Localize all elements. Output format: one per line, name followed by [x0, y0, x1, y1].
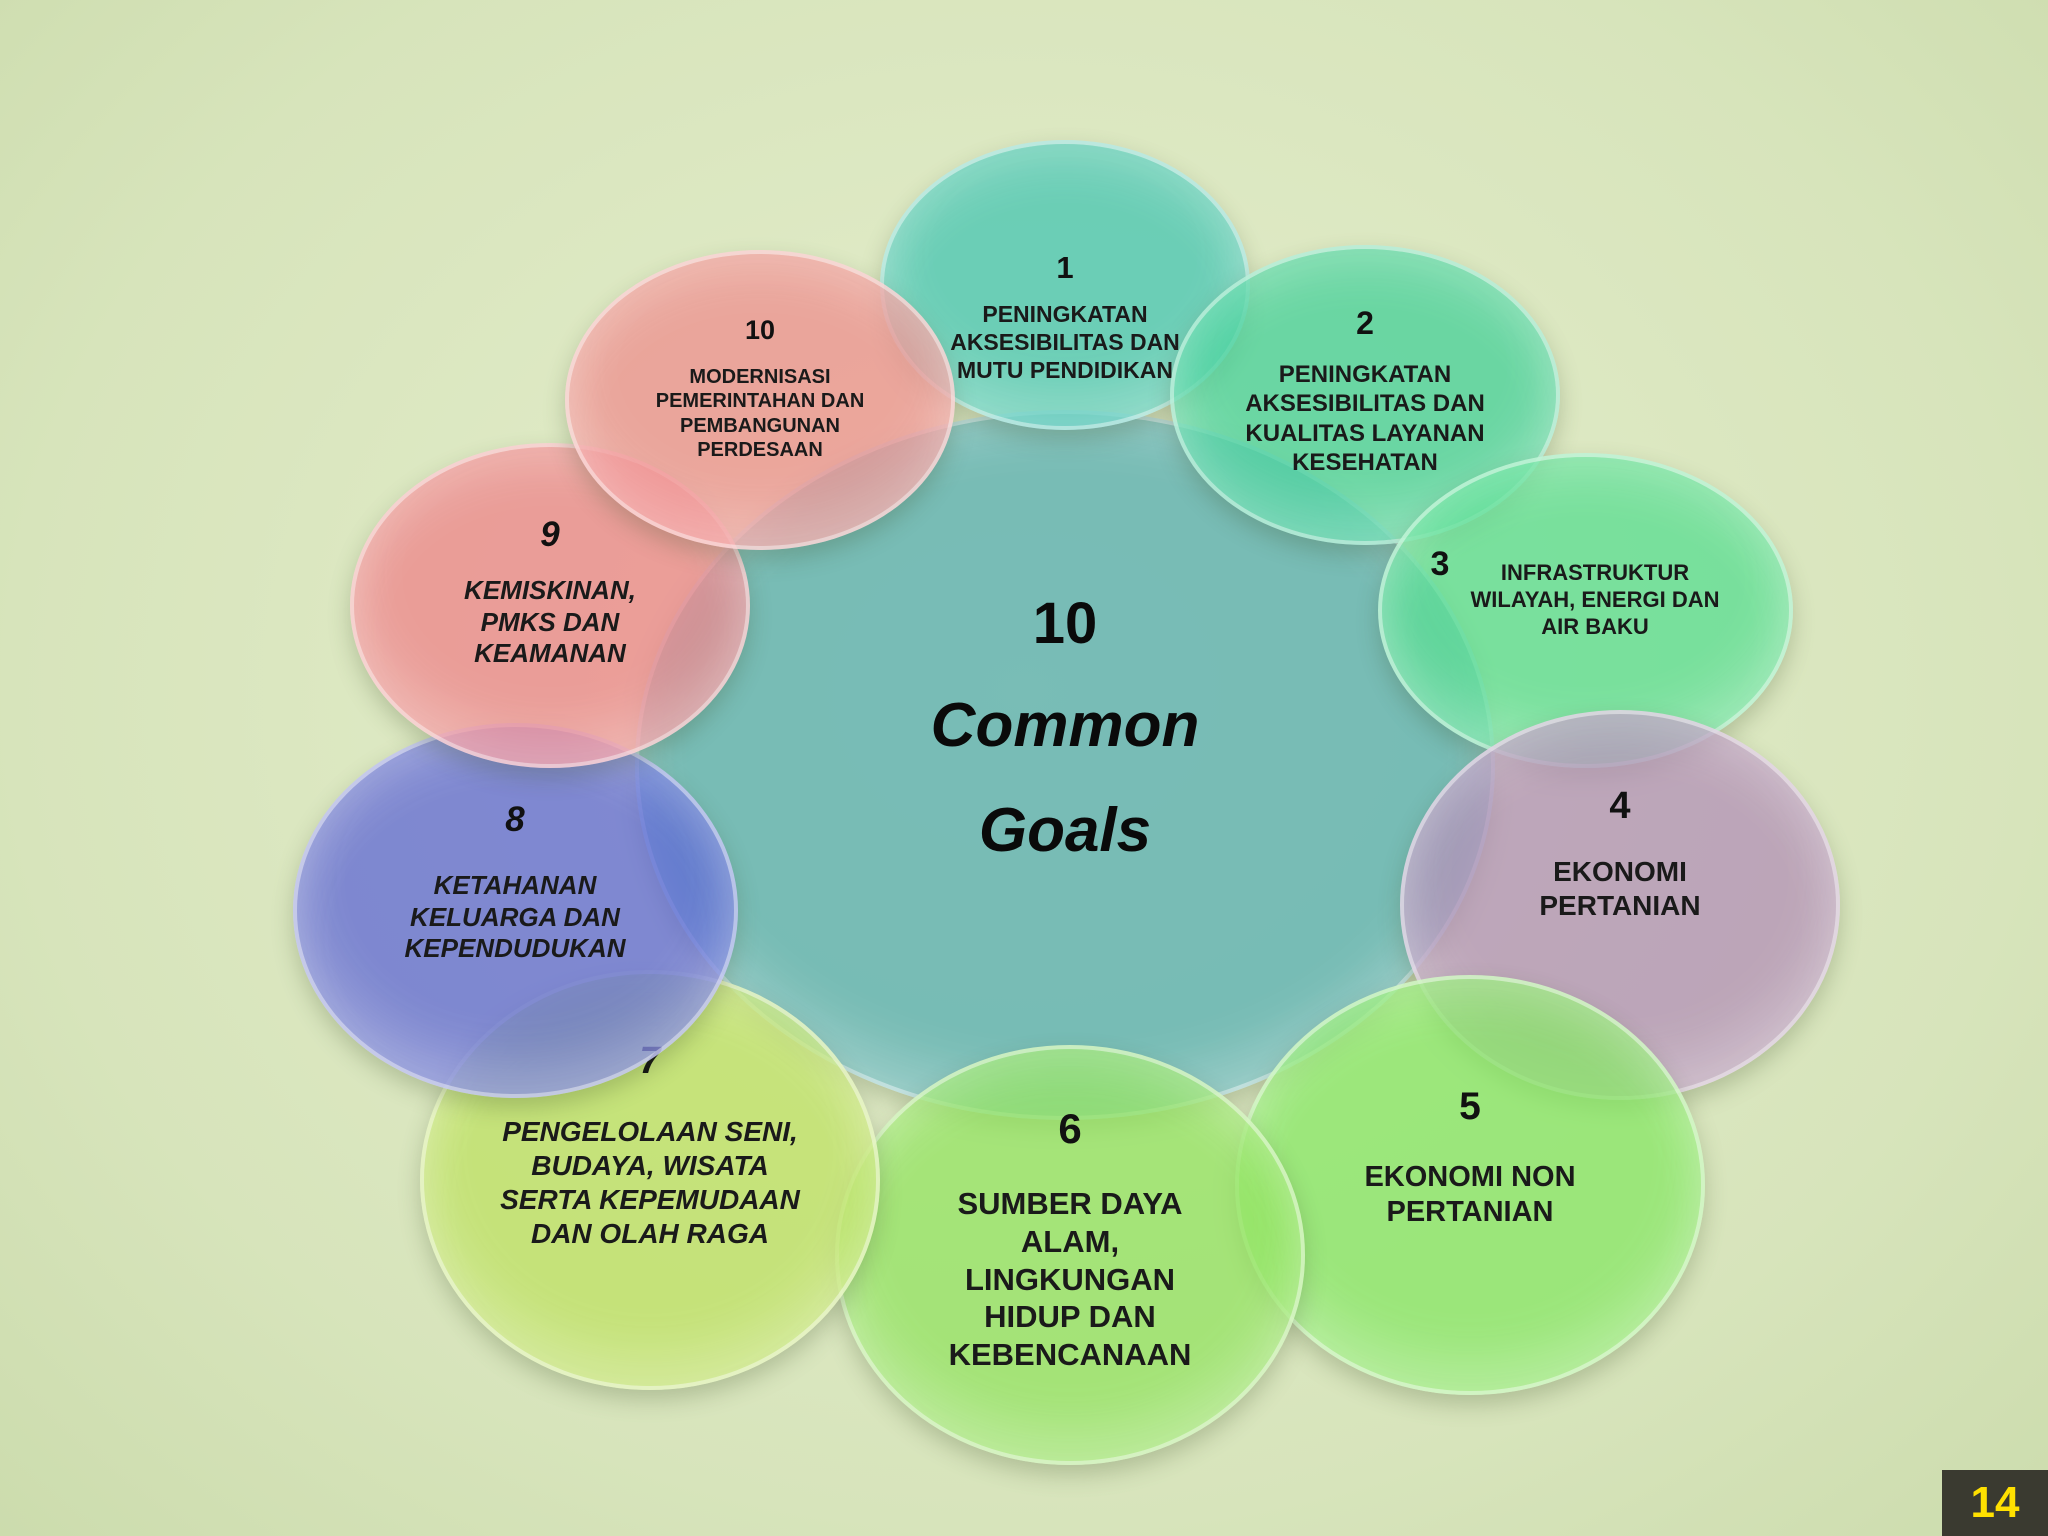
goal-label-8: KETAHANAN KELUARGA DAN KEPENDUDUKAN [404, 870, 626, 964]
slide-number: 14 [1942, 1470, 2048, 1536]
goal-number-5: 5 [1459, 1085, 1481, 1128]
goal-number-4: 4 [1609, 785, 1631, 827]
goal-label-10: MODERNISASI PEMERINTAHAN DAN PEMBANGUNAN… [655, 366, 865, 462]
goal-label-4: EKONOMI PERTANIAN [1539, 856, 1701, 922]
goal-number-3: 3 [1430, 545, 1450, 583]
goal-circle-8 [292, 722, 738, 1098]
goal-number-9: 9 [540, 515, 560, 554]
goal-label-2: PENINGKATAN AKSESIBILITAS DAN KUALITAS L… [1245, 361, 1485, 476]
goal-number-10: 10 [744, 315, 776, 345]
center-title-line-1: Common [930, 691, 1200, 760]
goal-label-6: SUMBER DAYA ALAM, LINGKUNGAN HIDUP DAN K… [948, 1186, 1192, 1373]
goal-number-2: 2 [1356, 305, 1374, 341]
goal-number-1: 1 [1056, 250, 1074, 285]
center-title-line-2: Goals [978, 796, 1152, 865]
goal-label-9: KEMISKINAN, PMKS DAN KEAMANAN [464, 575, 636, 669]
goal-label-7: PENGELOLAAN SENI, BUDAYA, WISATA SERTA K… [500, 1116, 800, 1250]
goal-circle-5 [1235, 975, 1705, 1395]
goal-number-6: 6 [1058, 1105, 1082, 1152]
goal-number-8: 8 [505, 800, 525, 839]
goal-circle-10 [565, 250, 955, 550]
goal-label-3: INFRASTRUKTUR WILAYAH, ENERGI DAN AIR BA… [1470, 560, 1720, 639]
goal-label-1: PENINGKATAN AKSESIBILITAS DAN MUTU PENDI… [950, 301, 1180, 384]
goal-label-5: EKONOMI NON PERTANIAN [1364, 1161, 1576, 1229]
center-number: 10 [1032, 591, 1098, 656]
